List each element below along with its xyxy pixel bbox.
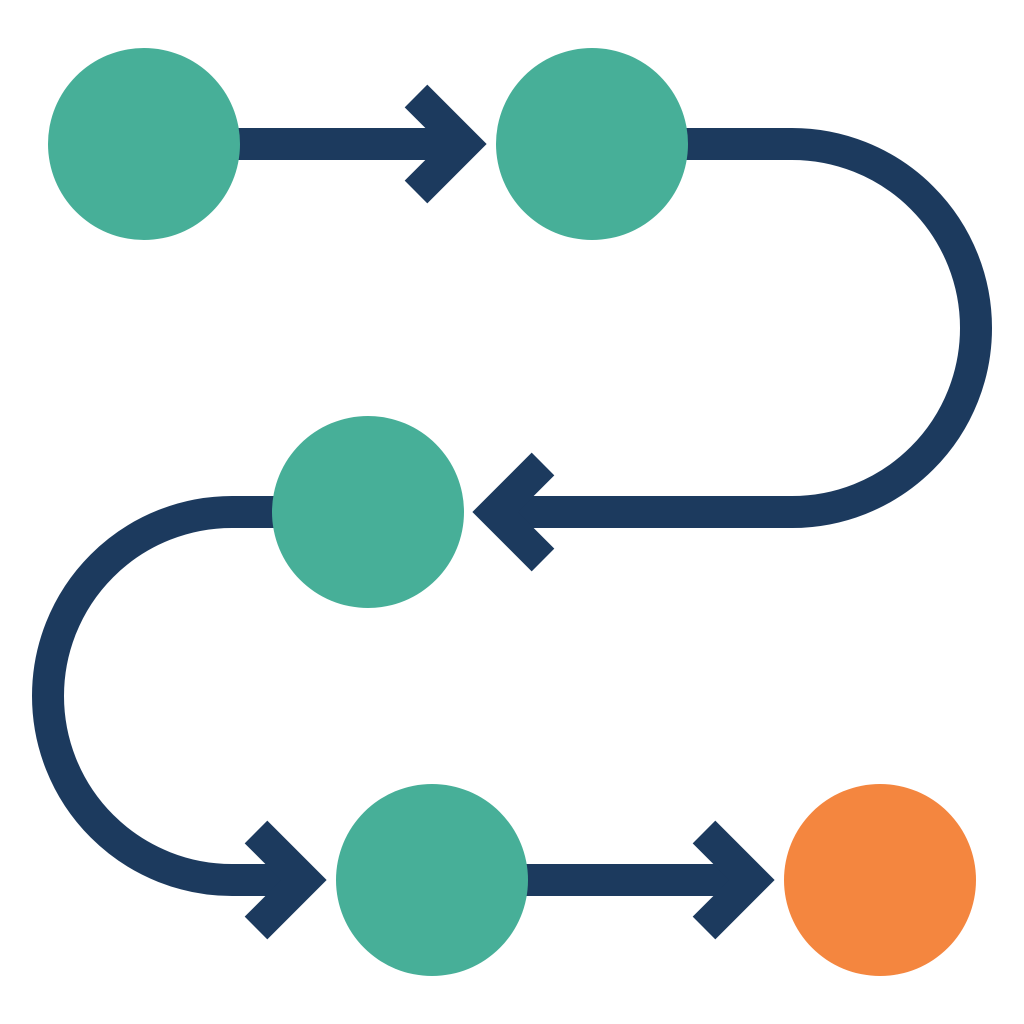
arrowhead-icon — [692, 820, 775, 940]
goal-node-icon — [784, 784, 976, 976]
connector-step-4-goal — [526, 820, 775, 940]
connector-step-1-step-2 — [238, 84, 487, 204]
step-node-icon — [496, 48, 688, 240]
arrowhead-icon — [472, 452, 555, 572]
connector-step-3-step-4 — [32, 496, 327, 940]
step-node-icon — [48, 48, 240, 240]
nodes — [48, 48, 976, 976]
step-node-icon — [272, 416, 464, 608]
connector-curve — [496, 128, 992, 528]
winding-path-icon — [32, 84, 992, 940]
connector-curve — [32, 496, 306, 896]
arrowhead-icon — [404, 84, 487, 204]
connector-step-2-step-3 — [472, 128, 992, 572]
arrowhead-icon — [244, 820, 327, 940]
step-node-icon — [336, 784, 528, 976]
